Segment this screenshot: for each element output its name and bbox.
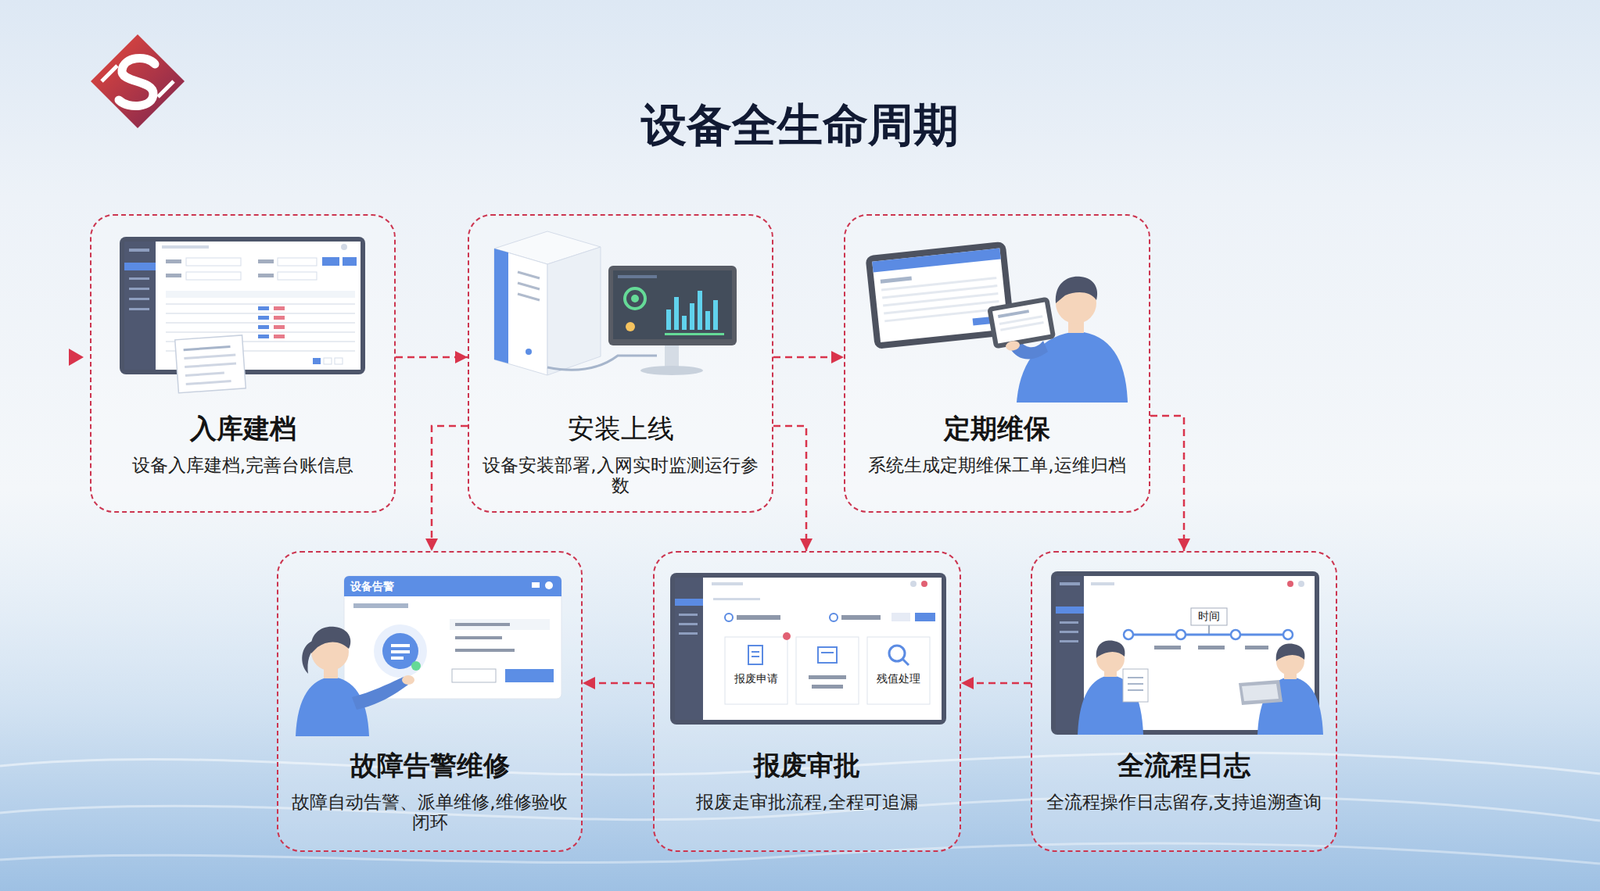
- flow-arrow: [961, 682, 1031, 686]
- logo-mark: [90, 34, 185, 129]
- stage-heading: 故障告警维修: [289, 749, 571, 783]
- stage-box: 全流程日志全流程操作日志留存,支持追溯查询: [1030, 551, 1338, 853]
- stage-heading: 报废审批: [665, 749, 949, 783]
- stage-heading: 全流程日志: [1043, 749, 1325, 783]
- stage-description: 设备入库建档,完善台账信息: [102, 455, 384, 477]
- entry-arrowhead: [68, 348, 84, 366]
- stage-description: 系统生成定期维保工单,运维归档: [856, 455, 1138, 477]
- stage-heading: 入库建档: [102, 412, 384, 445]
- screen-label: 设备告警: [350, 580, 421, 595]
- diagram-title: 设备全生命周期: [0, 98, 1600, 154]
- stage-box: 报废审批报废走审批流程,全程可追漏: [652, 551, 962, 853]
- screen-label: 报废申请: [724, 672, 788, 687]
- stage-heading: 定期维保: [856, 412, 1138, 445]
- sea-waves: [0, 500, 1600, 891]
- sea-waves: [0, 500, 1600, 891]
- entry-arrowhead: [68, 348, 84, 366]
- logo-mark: [90, 34, 185, 129]
- logo-mark: [157, 81, 174, 97]
- flow-arrow: [1150, 416, 1184, 552]
- stage-description: 全流程操作日志留存,支持追溯查询: [1043, 792, 1325, 814]
- screen-label: 残值处理: [867, 672, 930, 687]
- screen-label: 时间: [1191, 609, 1227, 625]
- stage-description: 报废走审批流程,全程可追漏: [665, 792, 949, 814]
- flow-arrow: [773, 426, 807, 552]
- stage-description: 设备安装部署,入网实时监测运行参数: [480, 455, 761, 497]
- stage-box: 故障告警维修故障自动告警、派单维修,维修验收闭环: [276, 551, 583, 853]
- stage-box: 定期维保系统生成定期维保工单,运维归档: [843, 214, 1151, 514]
- flow-arrow: [582, 682, 653, 686]
- stage-description: 故障自动告警、派单维修,维修验收闭环: [289, 792, 571, 834]
- flow-arrow: [395, 356, 468, 359]
- stage-box: 入库建档设备入库建档,完善台账信息: [89, 214, 396, 514]
- stage-heading: 安装上线: [480, 412, 761, 445]
- logo-mark: [118, 57, 155, 106]
- flow-arrow: [773, 356, 844, 359]
- logo-mark: [101, 65, 118, 82]
- flow-arrow: [431, 426, 468, 552]
- stage-box: 安装上线设备安装部署,入网实时监测运行参数: [467, 214, 774, 514]
